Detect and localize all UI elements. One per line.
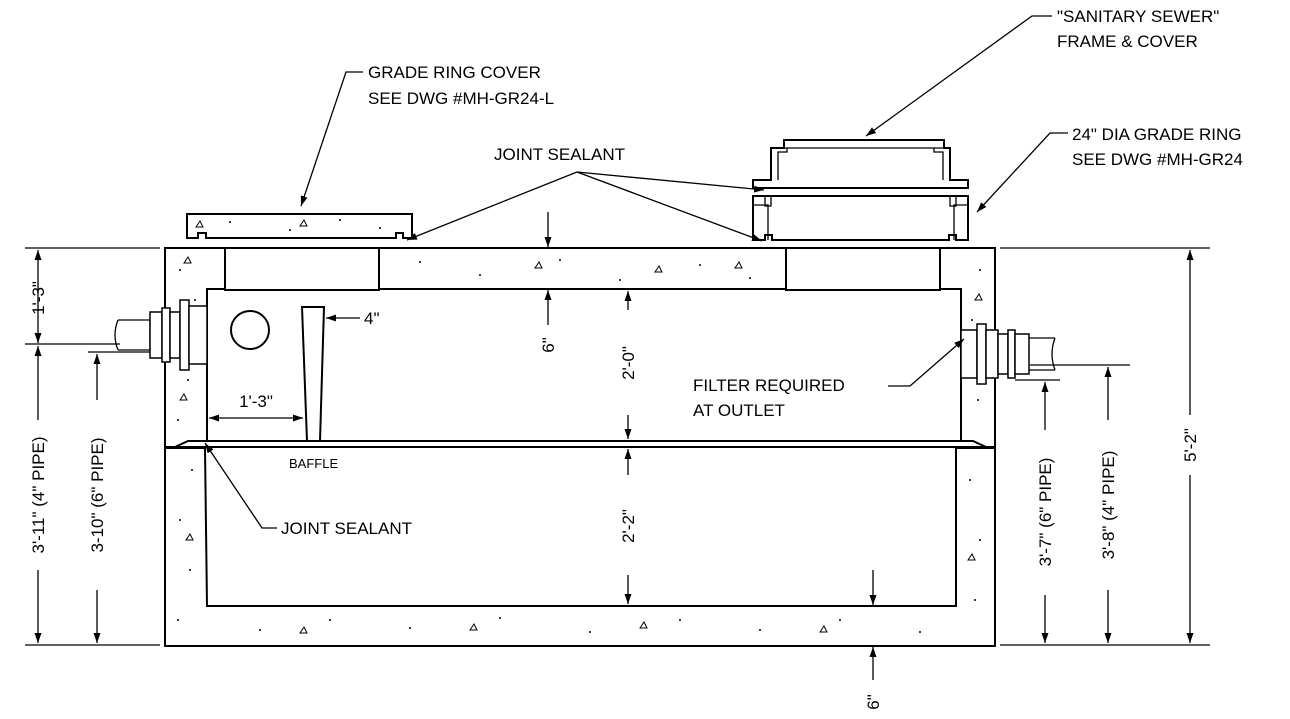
dim-lid-thickness: 6" — [539, 337, 558, 353]
dim-baffle-gap: 4" — [364, 309, 380, 328]
grade-ring-cover-label-line2: SEE DWG #MH-GR24-L — [368, 89, 554, 108]
grade-ring-cover-label-line1: GRADE RING COVER — [368, 63, 541, 82]
dim-baffle-offset: 1'-3" — [239, 392, 273, 411]
right-access-opening — [785, 247, 941, 291]
dim-lower-section: 2'-2" — [619, 509, 638, 543]
inlet-opening — [230, 310, 270, 350]
dim-top-left: 1'-3" — [29, 281, 48, 315]
grade-ring-label-line2: SEE DWG #MH-GR24 — [1072, 150, 1243, 169]
joint-sealant-bottom-label: JOINT SEALANT — [281, 519, 412, 538]
dim-outlet-4in: 3'-8" (4" PIPE) — [1099, 451, 1118, 560]
dim-inlet-4in: 3'-11" (4" PIPE) — [29, 436, 48, 553]
tank-body — [164, 247, 996, 647]
grade-ring-cover — [186, 213, 413, 239]
frame-cover-label-line1: "SANITARY SEWER" — [1057, 7, 1219, 26]
joint-sealant-top-label: JOINT SEALANT — [494, 145, 625, 164]
dim-outlet-6in: 3'-7" (6" PIPE) — [1036, 458, 1055, 567]
frame-cover-label-line2: FRAME & COVER — [1057, 32, 1198, 51]
dim-bottom-thickness: 6" — [864, 694, 883, 710]
dim-overall-height: 5'-2" — [1181, 428, 1200, 462]
grade-ring-24 — [752, 195, 969, 241]
filter-label-line1: FILTER REQUIRED — [693, 376, 845, 395]
dim-inlet-6in: 3-10" (6" PIPE) — [88, 437, 107, 552]
left-access-opening — [224, 247, 380, 291]
dimension-lines — [25, 212, 1210, 680]
outlet-pipe — [960, 323, 1056, 385]
leader-lines — [204, 15, 1068, 529]
baffle — [300, 306, 326, 442]
grade-ring-label-line1: 24" DIA GRADE RING — [1072, 125, 1241, 144]
inlet-pipe — [114, 299, 208, 371]
baffle-label: BAFFLE — [289, 456, 338, 471]
dim-upper-section: 2'-0" — [619, 346, 638, 380]
filter-label-line2: AT OUTLET — [693, 401, 785, 420]
sanitary-sewer-frame-cover — [752, 139, 969, 189]
